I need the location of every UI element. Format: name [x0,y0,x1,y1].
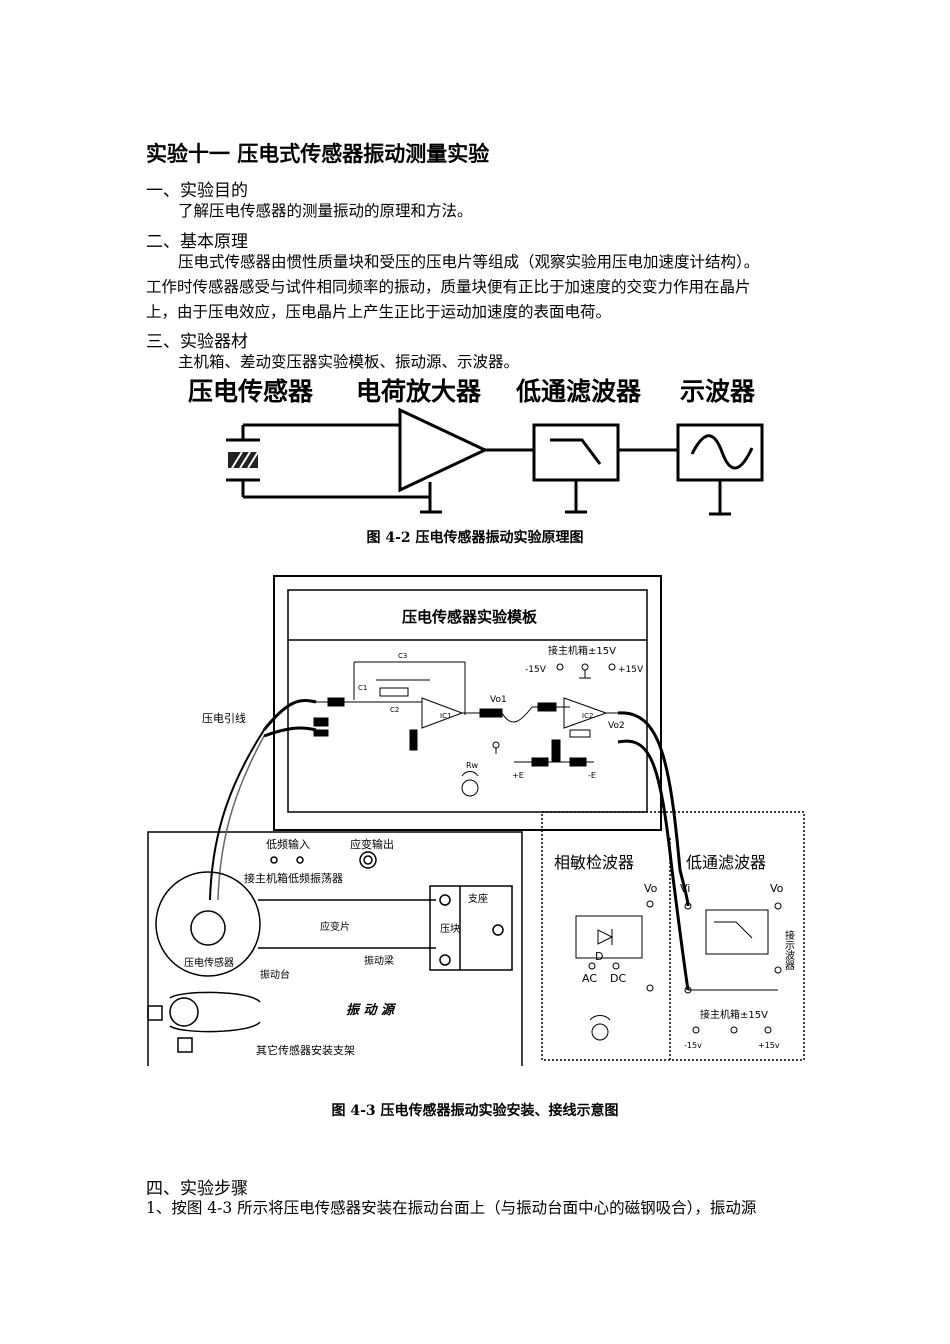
module-m15: -15V [525,665,547,675]
vibration-source-box [147,831,523,1066]
steps-line-1: 1、按图 4-3 所示将压电传感器安装在振动台面上（与振动台面中心的磁钢吸合），… [146,1199,757,1217]
module-c2: C2 [390,706,399,714]
module-plus-e: +E [512,771,524,780]
beam-label: 振动梁 [364,954,394,967]
module-minus-e: -E [588,771,596,780]
vibration-source-parts [147,851,513,1053]
figure-4-2-caption: 图 4-2 压电传感器振动实验原理图 [366,530,584,546]
lpf-vi-label: Vi [680,882,690,895]
table-label: 振动台 [260,968,290,981]
module-p15: +15V [618,665,644,675]
to-scope-label: 接示波器 [783,929,795,971]
connect-lf-label: 接主机箱低频振荡器 [244,871,343,885]
phase-detector-title: 相敏检波器 [554,853,634,872]
lpf-vo-label: Vo [770,882,784,895]
pd-vo-label: Vo [644,882,658,895]
module-power-label: 接主机箱±15V [548,644,616,657]
lf-input-label: 低频输入 [266,837,310,851]
section-heading-purpose: 一、实验目的 [146,181,248,201]
fig43-wiring [262,698,690,991]
module-rw: Rw [466,761,479,770]
dc-label: DC [610,972,626,985]
fig42-label-sensor: 压电传感器 [188,377,314,406]
figure-4-3-diagram: 压电传感器实验模板 接主机箱±15V -15V +15V C1 C2 C3 [147,575,805,1066]
ac-label: AC [582,972,597,985]
section-heading-equipment: 三、实验器材 [146,332,248,352]
page-title: 实验十一 压电式传感器振动测量实验 [146,141,490,166]
demod-lpf-panel [541,811,805,1061]
fig42-label-amplifier: 电荷放大器 [356,377,482,406]
piezo-lead-wire [209,729,265,901]
sensor-label: 压电传感器 [184,956,234,969]
module-circuit [313,661,618,797]
module-board [273,575,662,831]
module-c3: C3 [398,652,407,660]
bracket-label: 其它传感器安装支架 [256,1043,355,1057]
m15v-label: -15v [684,1041,702,1050]
section-heading-principle: 二、基本原理 [146,232,248,252]
principle-line-3: 上，由于压电效应，压电晶片上产生正比于运动加速度的表面电荷。 [146,303,612,321]
fig42-label-scope: 示波器 [680,377,756,406]
p15v-label: +15v [758,1041,780,1050]
equipment-text: 主机箱、差动变压器实验模板、振动源、示波器。 [178,353,520,371]
diode-label: D [595,950,603,963]
source-label: 振 动 源 [346,1002,397,1018]
principle-line-1: 压电式传感器由惯性质量块和受压的压电片等组成（观察实验用压电加速度计结构）。 [178,253,760,271]
purpose-text: 了解压电传感器的测量振动的原理和方法。 [178,202,473,220]
piezo-lead-label: 压电引线 [202,711,246,725]
figure-4-3-caption: 图 4-3 压电传感器振动实验安装、接线示意图 [331,1103,619,1119]
fig42-label-lpf: 低通滤波器 [515,377,642,406]
fig42-wiring [226,407,764,516]
module-ic1: IC1 [440,712,451,720]
module-ic2: IC2 [582,712,593,720]
main-power-label: 接主机箱±15V [700,1008,768,1021]
support-label: 支座 [468,892,488,905]
section-heading-steps: 四、实验步骤 [146,1179,248,1199]
module-vo2: Vo2 [608,721,625,731]
module-title: 压电传感器实验模板 [402,608,538,626]
figure-4-2-diagram: 压电传感器 电荷放大器 低通滤波器 示波器 [188,377,764,516]
lpf-panel-title: 低通滤波器 [686,853,766,872]
block-label: 压块 [440,923,460,935]
module-c1: C1 [358,684,367,692]
principle-line-2: 工作时传感器感受与试件相同频率的振动，质量块便有正比于加速度的交变力作用在晶片 [146,278,751,296]
module-vo1: Vo1 [490,695,507,705]
strain-output-label: 应变输出 [350,837,394,851]
right-panel-parts [575,900,782,1041]
strain-piece-label: 应变片 [320,920,350,933]
